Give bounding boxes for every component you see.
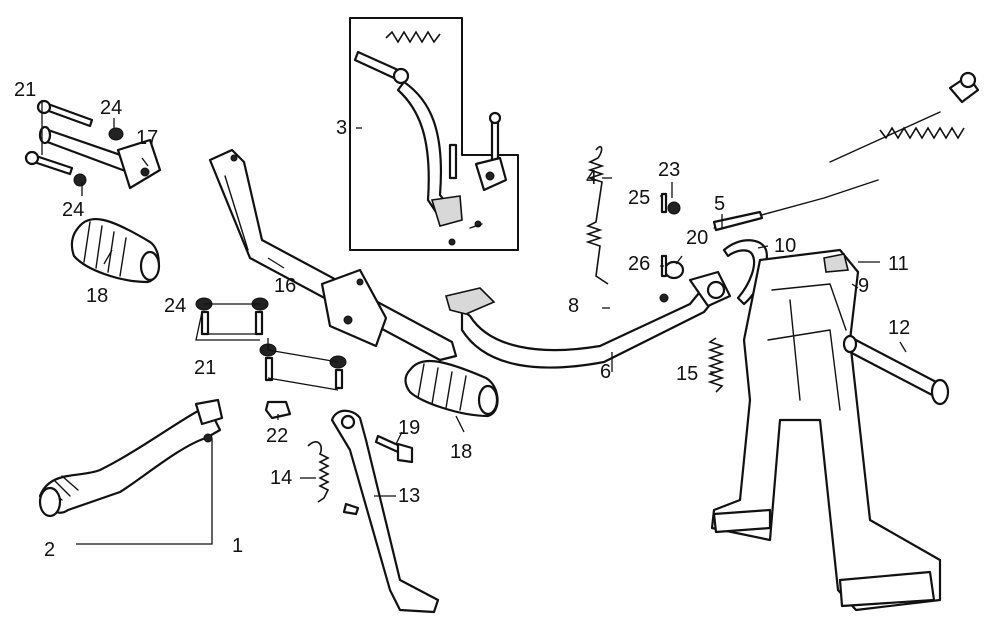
brake-pedal — [445, 270, 732, 369]
label-15: 15 — [676, 363, 698, 385]
spring-15 — [707, 337, 725, 393]
bolt-19 — [374, 434, 414, 464]
label-19: 19 — [398, 417, 420, 439]
label-21a: 21 — [14, 79, 36, 101]
brake-rod — [712, 71, 980, 232]
label-22: 22 — [266, 425, 288, 447]
side-stand — [330, 409, 440, 614]
label-11: 11 — [888, 253, 909, 275]
label-25: 25 — [628, 187, 650, 209]
label-26: 26 — [628, 253, 650, 275]
part-labels: 1 2 3 4 5 6 8 9 10 11 12 13 14 15 16 17 … — [14, 79, 910, 561]
label-6: 6 — [600, 361, 611, 383]
label-12: 12 — [888, 317, 910, 339]
spring-14 — [307, 441, 330, 503]
label-9: 9 — [858, 275, 869, 297]
main-stand — [710, 248, 942, 612]
label-8: 8 — [568, 295, 579, 317]
footrest-rubber-left — [70, 218, 161, 284]
kickstarter-inset — [349, 17, 519, 251]
label-21b: 21 — [194, 357, 216, 379]
label-10: 10 — [774, 235, 796, 257]
label-2: 2 — [44, 539, 55, 561]
label-16: 16 — [274, 275, 296, 297]
stand-shaft — [842, 334, 950, 406]
label-17: 17 — [136, 127, 158, 149]
label-1: 1 — [232, 535, 243, 557]
label-18a: 18 — [86, 285, 108, 307]
gear-pedal — [38, 398, 224, 518]
label-3: 3 — [336, 117, 347, 139]
label-5: 5 — [714, 193, 725, 215]
label-18b: 18 — [450, 441, 472, 463]
bolt-set — [195, 297, 347, 420]
label-23: 23 — [658, 159, 680, 181]
footrest-rubber-right — [404, 359, 499, 418]
label-24c: 24 — [164, 295, 186, 317]
leader-lines — [41, 100, 907, 545]
label-24b: 24 — [62, 199, 84, 221]
label-14: 14 — [270, 467, 292, 489]
label-24a: 24 — [100, 97, 122, 119]
footrest-shaft — [24, 99, 162, 190]
label-13: 13 — [398, 485, 420, 507]
label-20: 20 — [686, 227, 708, 249]
footrest-bar — [208, 148, 458, 362]
label-4: 4 — [586, 167, 597, 189]
small-hardware — [660, 192, 685, 280]
spring-4-8 — [585, 145, 609, 285]
